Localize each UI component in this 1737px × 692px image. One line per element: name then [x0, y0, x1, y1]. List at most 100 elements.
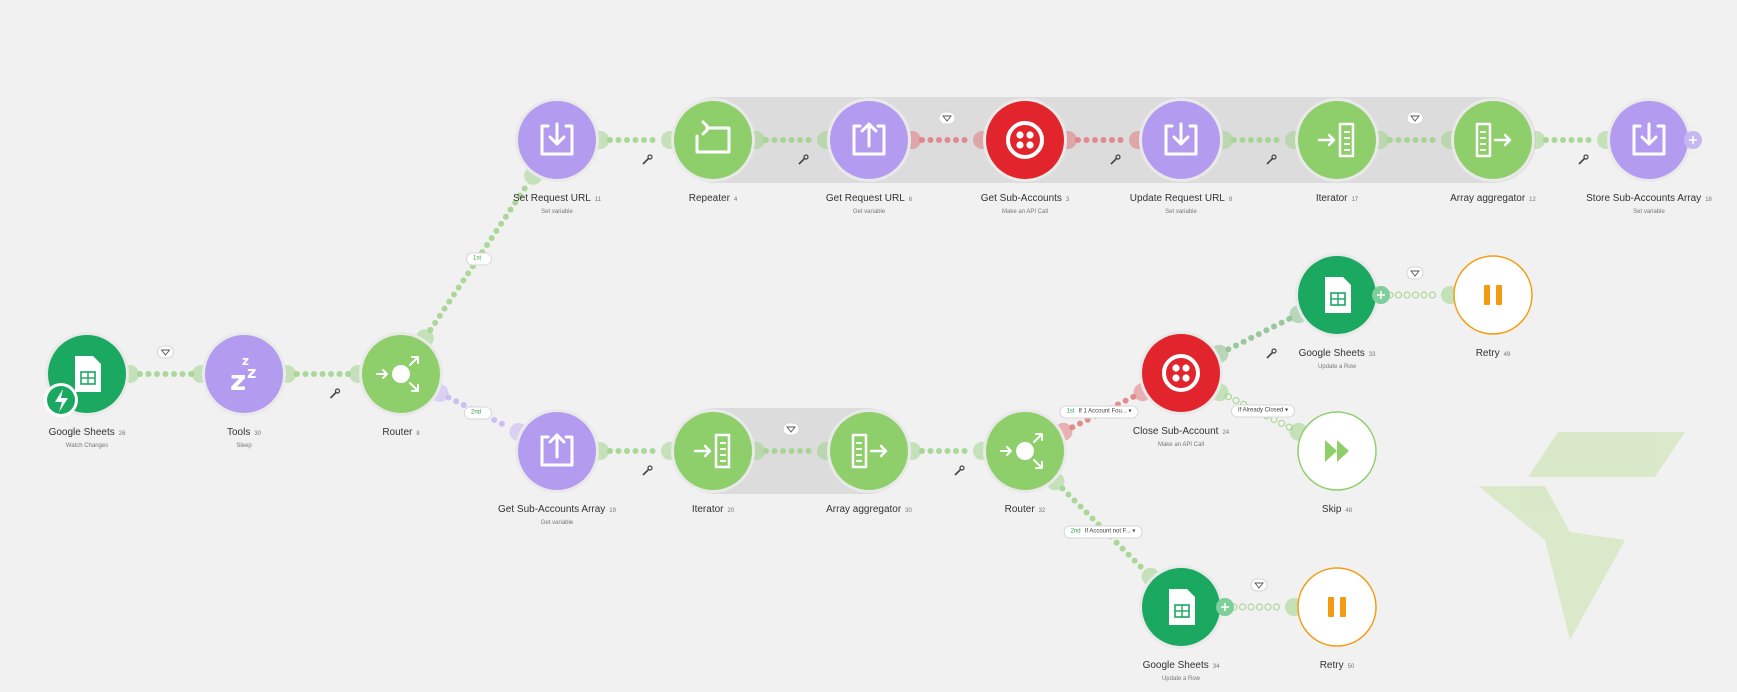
module-title: Google Sheets — [1142, 660, 1209, 671]
module-m20[interactable] — [671, 409, 755, 493]
module-m33[interactable] — [1295, 253, 1379, 337]
module-title: Skip — [1321, 504, 1342, 515]
module-title: Repeater — [688, 193, 730, 204]
module-number: 19 — [609, 508, 616, 514]
watermark-logo-icon — [1478, 432, 1685, 640]
connector[interactable] — [903, 442, 991, 476]
chevron-down-icon[interactable]: ▾ — [1130, 528, 1136, 535]
module-number: 48 — [1345, 508, 1353, 514]
connector[interactable] — [1527, 131, 1615, 165]
module-m30b[interactable] — [827, 409, 911, 493]
wrench-icon[interactable] — [1110, 154, 1121, 165]
module-m12[interactable] — [1451, 98, 1535, 182]
module-subtitle: Get variable — [540, 520, 574, 526]
filter-icon[interactable] — [1406, 111, 1424, 125]
module-title: Store Sub-Accounts Array — [1586, 193, 1702, 204]
module-number: 4 — [733, 197, 738, 203]
get-variable-icon — [852, 122, 886, 156]
router-icon — [376, 356, 419, 392]
wrench-icon[interactable] — [1266, 348, 1277, 359]
module-m3[interactable] — [983, 98, 1067, 182]
route-condition: If Already Closed — [1237, 407, 1284, 414]
module-m6[interactable] — [827, 98, 911, 182]
filter-icon[interactable] — [782, 422, 800, 436]
aggregator-icon — [851, 433, 888, 469]
add-module-button[interactable] — [1216, 598, 1234, 616]
iterator-icon — [693, 433, 731, 469]
filter-icon[interactable] — [1406, 266, 1424, 280]
wrench-icon[interactable] — [1578, 154, 1589, 165]
connector-sheets-tools[interactable] — [121, 345, 210, 383]
connector[interactable] — [591, 442, 679, 476]
module-m50[interactable] — [1297, 567, 1377, 647]
module-m11[interactable] — [515, 98, 599, 182]
add-module-button[interactable] — [1372, 286, 1390, 304]
module-title: Router — [382, 427, 413, 438]
module-title: Retry — [1475, 348, 1500, 359]
route-order: 2nd — [470, 409, 482, 416]
wrench-icon[interactable] — [798, 154, 809, 165]
twilio-icon — [1006, 121, 1044, 159]
module-title: Google Sheets — [1298, 348, 1365, 359]
module-m4[interactable] — [671, 98, 755, 182]
module-title: Iterator — [1315, 193, 1348, 204]
add-module-button[interactable] — [1684, 131, 1702, 149]
svg-text:z: z — [247, 363, 256, 382]
iterator-icon — [1317, 122, 1355, 158]
filter-icon[interactable] — [938, 111, 956, 125]
route-label[interactable]: If Already Closed ▾ — [1230, 404, 1296, 418]
get-variable-icon — [540, 433, 574, 467]
module-title: Iterator — [691, 504, 724, 515]
wrench-icon[interactable] — [642, 465, 653, 476]
module-m8[interactable] — [359, 332, 443, 416]
module-m32[interactable] — [983, 409, 1067, 493]
module-m34[interactable] — [1139, 565, 1223, 649]
module-m18[interactable] — [1607, 98, 1691, 182]
route-label[interactable]: 2nd — [463, 406, 493, 420]
connector[interactable] — [591, 131, 679, 165]
connector[interactable] — [1210, 305, 1308, 363]
module-m17[interactable] — [1295, 98, 1379, 182]
module-number: 30 — [254, 431, 262, 437]
module-number: 20 — [727, 508, 735, 514]
filter-icon[interactable] — [1250, 578, 1268, 592]
module-m26[interactable] — [44, 332, 129, 417]
module-m19[interactable] — [515, 409, 599, 493]
module-number: 32 — [1038, 508, 1046, 514]
module-m48[interactable] — [1297, 411, 1377, 491]
chevron-down-icon[interactable]: ▾ — [1283, 407, 1289, 414]
route-label[interactable]: 1st — [465, 252, 493, 266]
filter-icon[interactable] — [157, 345, 174, 359]
wrench-icon[interactable] — [1266, 154, 1277, 165]
chevron-down-icon[interactable]: ▾ — [1126, 408, 1132, 415]
connector-tools-router[interactable] — [278, 365, 367, 399]
module-m49[interactable] — [1453, 255, 1533, 335]
module-subtitle: Update a Row — [1317, 364, 1357, 370]
module-subtitle: Update a Row — [1161, 676, 1201, 682]
route-condition: If Account not F... — [1084, 528, 1131, 535]
wrench-icon[interactable] — [954, 465, 965, 476]
module-number: 8 — [416, 431, 420, 437]
module-number: 34 — [1212, 664, 1220, 670]
module-m24[interactable] — [1139, 331, 1223, 415]
module-subtitle: Watch Changes — [65, 443, 109, 449]
instant-trigger-icon[interactable] — [44, 383, 78, 417]
wrench-icon[interactable] — [329, 388, 341, 399]
module-title: Retry — [1319, 660, 1344, 671]
module-title: Close Sub-Account — [1132, 426, 1219, 437]
wrench-icon[interactable] — [642, 154, 653, 165]
module-m8b[interactable] — [1139, 98, 1223, 182]
